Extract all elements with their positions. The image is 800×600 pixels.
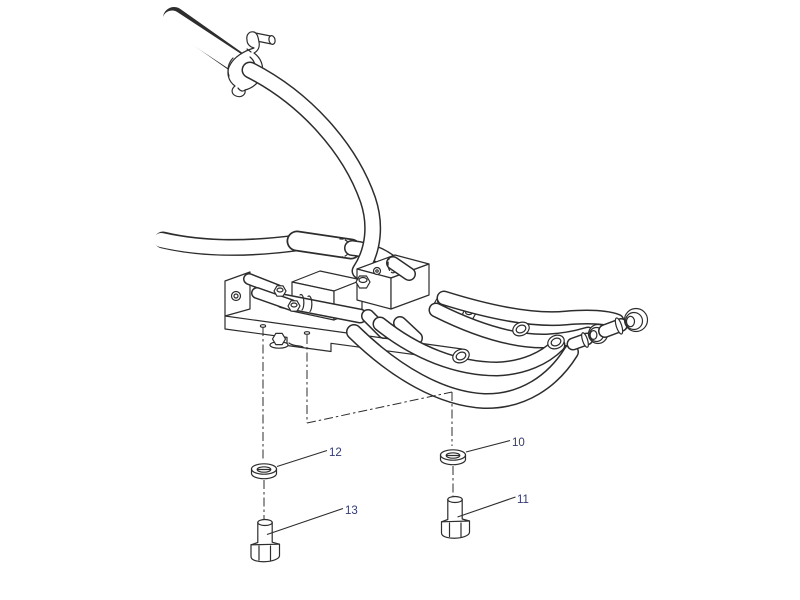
hose-ferrule-top <box>386 256 416 281</box>
socket-screw <box>230 290 242 302</box>
flange-head-small <box>452 321 565 364</box>
assembly-centerlines <box>262 327 454 519</box>
callout-label-11[interactable]: 11 <box>517 494 529 506</box>
bolt-item-13 <box>250 518 281 563</box>
hose-curved-main <box>241 61 382 280</box>
callout-label-10[interactable]: 10 <box>512 437 525 449</box>
leader-11 <box>457 496 516 518</box>
callout-label-13[interactable]: 13 <box>345 505 358 517</box>
hex-nut <box>287 300 301 312</box>
hose-end-fittings <box>452 307 649 364</box>
manifold-block <box>224 254 477 362</box>
callout-leaders <box>266 439 516 536</box>
plug-head <box>372 266 382 276</box>
rigid-tube <box>162 7 253 77</box>
stub-fittings <box>243 273 301 312</box>
flanged-fitting-end <box>598 307 649 338</box>
washer-item-10 <box>439 449 467 466</box>
leader-10 <box>465 439 511 453</box>
flange-nut <box>269 332 304 349</box>
leader-13 <box>266 507 344 536</box>
washer-item-12 <box>250 463 278 480</box>
hex-nut <box>273 285 287 297</box>
bolt-hole-right <box>303 331 311 335</box>
leader-12 <box>276 449 328 468</box>
callout-label-12[interactable]: 12 <box>329 447 342 459</box>
bolt-item-11 <box>440 495 471 539</box>
